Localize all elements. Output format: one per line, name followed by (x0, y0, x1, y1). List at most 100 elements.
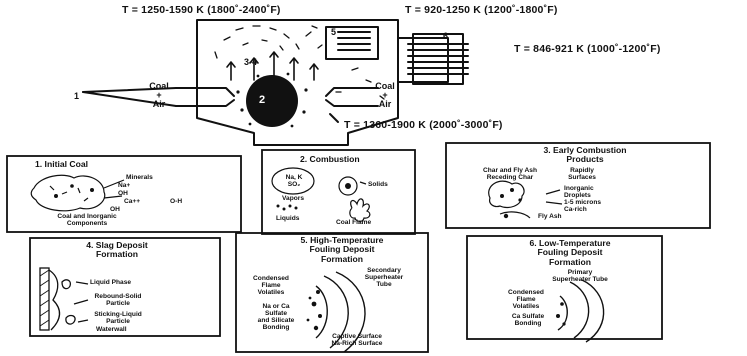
panel-2-solids: Solids (368, 181, 388, 188)
convective-pass-6 (397, 37, 449, 83)
panel-5-condensed-line-2: Flame (261, 281, 281, 289)
panel-3-droplets-line-4: Ca-rich (564, 205, 587, 213)
panel-5-title-line-2: Fouling Deposit (309, 244, 375, 255)
panel-5-captive: Captive Surface Na-Rich Surface (312, 333, 402, 348)
stage-number-5: 5 (331, 27, 337, 37)
panel-3-droplets: Inorganic Droplets 1-5 microns Ca-rich (564, 185, 602, 214)
panel-5-title-line-1: 5. High-Temperature (300, 235, 384, 245)
panel-5-box (235, 232, 429, 353)
panel-5-secondary: Secondary Superheater Tube (356, 267, 412, 289)
panel-4-title-line-1: 4. Slag Deposit (86, 240, 148, 250)
panel-3-rapidly-line-1: Rapidly (570, 167, 594, 174)
panel-1-caption: Coal and Inorganic Components (32, 213, 142, 228)
panel-3-droplets-line-3: 1-5 microns (564, 198, 602, 206)
panel-6-box (466, 235, 663, 340)
panel-3-title: 3. Early Combustion Products (530, 145, 640, 165)
panel-4-rebound-line-2: Particle (106, 299, 130, 307)
panel-6-title-line-3: Formation (548, 256, 591, 267)
panel-5-captive-line-1: Captive Surface (332, 333, 382, 340)
panel-3-char-line-1: Char and Fly Ash (483, 167, 537, 174)
panel-3-char-line-2: Receding Char (486, 173, 534, 181)
stage-number-3-4: 3-4 (244, 57, 258, 67)
panel-6-primary: Primary Superheater Tube (540, 269, 620, 284)
panel-5-condensed-line-1: Condensed (253, 275, 289, 282)
panel-5-secondary-line-3: Tube (376, 280, 392, 288)
panel-6-condensed-line-3: Volatiles (512, 302, 540, 310)
plus-text-left: + (156, 90, 162, 100)
fuel-label-right: Coal + Air (370, 82, 400, 109)
panel-5-title-line-3: Formation (320, 253, 363, 264)
stage-number-2: 2 (259, 94, 266, 106)
panel-1-title: 1. Initial Coal (35, 159, 89, 169)
panel-2-coal-flame: Coal Flame (336, 219, 372, 226)
panel-2-vapors: Vapors (282, 195, 304, 202)
panel-5-captive-line-2: Na-Rich Surface (331, 339, 383, 347)
panel-1-caption-line-1: Coal and Inorganic (57, 213, 117, 220)
panel-6-title: 6. Low-Temperature Fouling Deposit Forma… (510, 238, 630, 267)
coal-text-right: Coal (375, 81, 395, 91)
panel-6-condensed-line-2: Flame (516, 295, 536, 303)
temp-label-top-left: T = 1250-1590 K (1800˚-2400˚F) (122, 4, 281, 16)
temp-label-right: T = 846-921 K (1000˚-1200˚F) (514, 43, 661, 55)
panel-6-title-line-1: 6. Low-Temperature (529, 238, 611, 248)
panel-5-na-ca-line-3: and Silicate (257, 316, 295, 324)
panel-3-rapidly: Rapidly Surfaces (560, 167, 604, 182)
stage-number-1: 1 (74, 91, 80, 101)
panel-6-title-line-2: Fouling Deposit (537, 247, 603, 258)
panel-1-oh2: O-H (170, 198, 183, 205)
panel-2-liquids: Liquids (276, 215, 300, 222)
panel-5-secondary-line-1: Secondary (367, 267, 401, 274)
air-text-left: Air (152, 99, 166, 109)
panel-2-nak: Na, K SO₂ (280, 174, 308, 189)
panel-3-droplets-line-1: Inorganic (564, 185, 594, 192)
panel-2-title: 2. Combustion (300, 154, 360, 164)
flame-ball (246, 75, 298, 127)
panel-6-condensed: Condensed Flame Volatiles (498, 289, 554, 311)
panel-6-primary-line-2: Superheater Tube (552, 275, 608, 283)
superheater-box-5 (325, 26, 379, 60)
panel-1-caption-line-2: Components (66, 219, 108, 227)
panel-5-condensed: Condensed Flame Volatiles (246, 275, 296, 297)
air-text-right: Air (378, 99, 392, 109)
panel-3-rapidly-line-2: Surfaces (568, 173, 596, 181)
panel-6-condensed-line-1: Condensed (508, 289, 544, 296)
panel-6-ca-sulfate: Ca Sulfate Bonding (500, 313, 556, 328)
panel-3-box (445, 142, 711, 229)
plus-text-right: + (382, 90, 388, 100)
panel-5-na-ca-line-4: Bonding (262, 323, 290, 331)
panel-4-rebound: Rebound-Solid Particle (88, 293, 148, 308)
panel-6-ca-sulfate-line-1: Ca Sulfate (511, 313, 545, 320)
panel-4-title: 4. Slag Deposit Formation (62, 240, 172, 260)
panel-2-nak-line-1: Na, K (285, 174, 303, 181)
panel-2-box (261, 149, 416, 235)
coal-text-left: Coal (149, 81, 169, 91)
panel-5-na-ca: Na or Ca Sulfate and Silicate Bonding (248, 303, 304, 332)
panel-5-na-ca-line-2: Sulfate (265, 309, 287, 317)
fuel-label-left: Coal + Air (144, 82, 174, 109)
panel-3-fly-ash: Fly Ash (538, 213, 562, 220)
panel-4-rebound-line-1: Rebound-Solid (94, 293, 142, 300)
panel-4-waterwall: Waterwall (96, 326, 127, 333)
panel-1-oh3: OH (110, 206, 120, 213)
panel-1-box (6, 155, 242, 233)
boiler-outline (196, 19, 399, 146)
panel-4-box (29, 237, 221, 337)
temp-label-bottom: T = 1360-1900 K (2000˚-3000˚F) (344, 119, 503, 131)
panel-1-na: Na+ (118, 182, 131, 189)
panel-4-sticking-line-1: Sticking-Liquid (94, 311, 142, 318)
panel-2-nak-line-2: SO₂ (287, 180, 301, 188)
panel-1-oh1: OH (118, 190, 128, 197)
panel-4-title-line-2: Formation (95, 249, 138, 260)
convective-section (412, 33, 464, 85)
stage-number-6: 6 (443, 31, 449, 41)
panel-6-ca-sulfate-line-2: Bonding (514, 319, 542, 327)
panel-4-sticking: Sticking-Liquid Particle (88, 311, 148, 326)
panel-5-title: 5. High-Temperature Fouling Deposit Form… (282, 235, 402, 264)
panel-4-sticking-line-2: Particle (106, 317, 130, 325)
panel-1-minerals: Minerals (126, 174, 153, 181)
panel-5-condensed-line-3: Volatiles (257, 288, 285, 296)
panel-3-droplets-line-2: Droplets (564, 191, 591, 199)
panel-4-liquid-phase: Liquid Phase (90, 279, 132, 286)
